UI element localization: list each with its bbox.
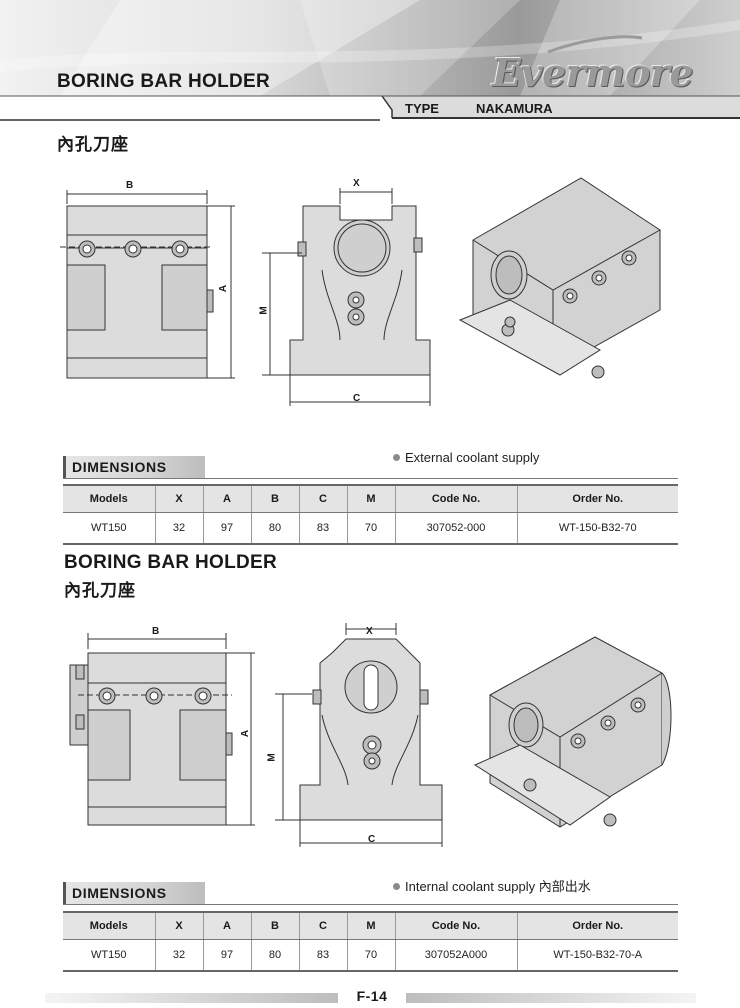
col-header-order-no: Order No. [516, 484, 678, 513]
section2-subtitle-cn: 內孔刀座 [64, 581, 136, 600]
section2-spec-table: Models X A B C M Code No. Order No. WT15… [63, 911, 678, 972]
cell-b: 80 [250, 939, 299, 972]
section1-coolant-note: External coolant supply [393, 450, 539, 465]
cell-order-no: WT-150-B32-70 [516, 512, 678, 545]
cell-c: 83 [298, 512, 347, 545]
col-header-b: B [250, 911, 299, 940]
front-view-1 [60, 190, 235, 379]
dim-label-a-2: A [240, 729, 252, 738]
type-value: NAKAMURA [476, 101, 553, 116]
col-header-models: Models [63, 484, 155, 513]
section1-spec-table: Models X A B C M Code No. Order No. WT15… [63, 484, 678, 545]
dim-label-c-2: C [368, 834, 376, 845]
dim-label-m-2: M [266, 753, 278, 762]
section2-coolant-note: Internal coolant supply 內部出水 [393, 876, 591, 895]
cell-model: WT150 [63, 512, 155, 545]
cell-a: 97 [202, 939, 251, 972]
col-header-models: Models [63, 911, 155, 940]
dim-label-x: X [353, 178, 360, 189]
page-title: BORING BAR HOLDER [57, 71, 271, 92]
cell-order-no: WT-150-B32-70-A [516, 939, 678, 972]
section2-dimensions-heading: DIMENSIONS [63, 882, 205, 905]
cell-model: WT150 [63, 939, 155, 972]
col-header-code-no: Code No. [394, 911, 517, 940]
cell-a: 97 [202, 512, 251, 545]
col-header-c: C [298, 484, 347, 513]
page-number: F-14 [338, 988, 406, 1008]
table-header-row: Models X A B C M Code No. Order No. [63, 911, 678, 940]
coolant-note-text: Internal coolant supply 內部出水 [405, 879, 591, 894]
iso-view-1 [458, 177, 661, 379]
dimensions-heading-text: DIMENSIONS [72, 459, 167, 475]
col-header-order-no: Order No. [516, 911, 678, 940]
dimensions-heading-text: DIMENSIONS [72, 885, 167, 901]
header-background [0, 0, 740, 128]
col-header-m: M [346, 911, 395, 940]
cell-code-no: 307052-000 [394, 512, 517, 545]
bullet-icon [393, 883, 400, 890]
section1-drawings [60, 177, 661, 406]
col-header-x: X [154, 484, 203, 513]
dim-label-b-2: B [152, 626, 160, 637]
dim-label-b: B [126, 180, 134, 191]
table-header-row: Models X A B C M Code No. Order No. [63, 484, 678, 513]
section1-dimensions-heading: DIMENSIONS [63, 456, 205, 479]
cell-c: 83 [298, 939, 347, 972]
type-label: TYPE [405, 101, 439, 116]
dim-label-a: A [218, 284, 230, 293]
dim-label-m: M [258, 306, 270, 315]
col-header-code-no: Code No. [394, 484, 517, 513]
col-header-a: A [202, 911, 251, 940]
cell-m: 70 [346, 512, 395, 545]
dim-label-c: C [353, 393, 361, 404]
coolant-note-text: External coolant supply [405, 450, 540, 465]
table-row: WT150 32 97 80 83 70 307052A000 WT-150-B… [63, 939, 678, 972]
front-view-2 [69, 633, 255, 826]
col-header-x: X [154, 911, 203, 940]
side-view-2 [275, 623, 443, 847]
divider [63, 478, 678, 479]
table-row: WT150 32 97 80 83 70 307052-000 WT-150-B… [63, 512, 678, 545]
brand-logo: Evermore [492, 50, 694, 95]
col-header-m: M [346, 484, 395, 513]
cell-code-no: 307052A000 [394, 939, 517, 972]
col-header-a: A [202, 484, 251, 513]
section2-title: BORING BAR HOLDER [64, 552, 278, 573]
dim-label-x-2: X [366, 626, 373, 637]
cell-x: 32 [154, 512, 203, 545]
divider [63, 904, 678, 905]
cell-m: 70 [346, 939, 395, 972]
page-header: BORING BAR HOLDER Evermore TYPE NAKAMURA [0, 0, 740, 128]
iso-view-2 [473, 636, 672, 828]
col-header-c: C [298, 911, 347, 940]
side-view-1 [262, 188, 431, 406]
col-header-b: B [250, 484, 299, 513]
footer-bar-right [406, 993, 696, 1003]
cell-x: 32 [154, 939, 203, 972]
section2-drawings [69, 623, 672, 847]
cell-b: 80 [250, 512, 299, 545]
section1-subtitle-cn: 內孔刀座 [57, 135, 129, 154]
footer-bar-left [45, 993, 338, 1003]
bullet-icon [393, 454, 400, 461]
